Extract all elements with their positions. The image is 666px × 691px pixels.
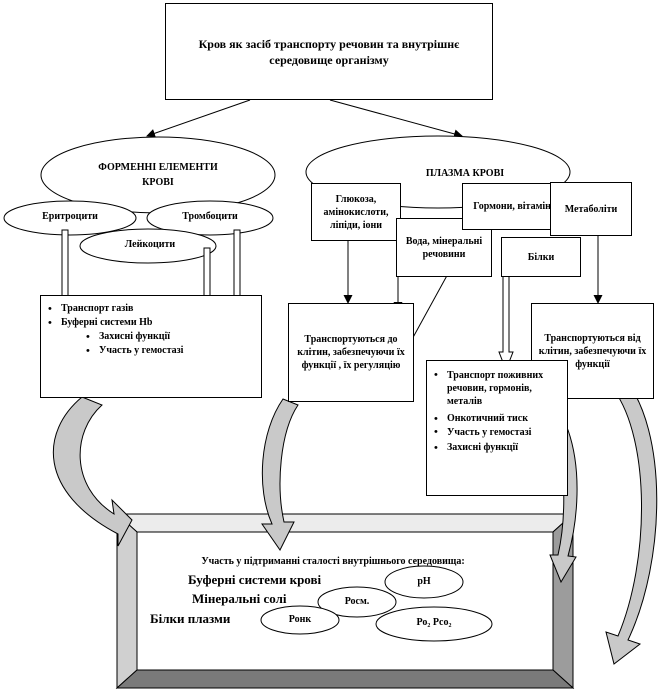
- protein-function-item: Участь у гемостазі: [434, 426, 561, 439]
- curved-arrow-to-cells: [261, 398, 299, 551]
- main-title-box: Кров як засіб транспорту речовин та внут…: [165, 3, 493, 100]
- gases-label: Ро₂ Рсо₂: [416, 617, 452, 628]
- proteins-box: Білки: [501, 237, 581, 277]
- glucose-box: Глюкоза, амінокислоти, ліпіди, іони: [311, 183, 401, 241]
- arrow-title-to-formed: [146, 99, 251, 138]
- metabolites-box: Метаболіти: [550, 182, 632, 236]
- mineral-salts-label: Мінеральні солі: [192, 591, 287, 606]
- main-title: Кров як засіб транспорту речовин та внут…: [198, 36, 460, 67]
- plasma-title: ПЛАЗМА КРОВІ: [425, 168, 505, 179]
- formed-functions-box: Транспорт газів Буферні системи Hb Захис…: [40, 295, 262, 398]
- gases-ellipse: [375, 606, 493, 642]
- bottom-frame-top: [115, 513, 575, 533]
- water-box: Вода, мінеральні речовини: [396, 218, 492, 277]
- bottom-frame-bottom: [115, 669, 575, 689]
- protein-function-item: Захисні функції: [434, 441, 561, 455]
- arrow-title-to-plasma: [329, 99, 463, 139]
- proteins-functions-box: Транспорт поживних речовин, гормонів, ме…: [426, 360, 568, 496]
- erythrocytes-ellipse: [3, 200, 137, 236]
- leukocytes-ellipse: [79, 228, 217, 264]
- formed-function-item: Захисні функції: [86, 330, 261, 344]
- erythrocytes-label: Еритроцити: [42, 211, 98, 222]
- ponk-ellipse: [260, 605, 340, 635]
- formed-function-item: Участь у гемостазі: [86, 344, 261, 358]
- to-cells-box: Транспортуються до клітин, забезпечуючи …: [288, 303, 414, 402]
- thrombocytes-ellipse: [146, 200, 274, 236]
- formed-function-item: Буферні системи Hb: [48, 316, 261, 330]
- curved-arrow-formed: [52, 396, 133, 547]
- bottom-title: Участь у підтриманні сталості внутрішньо…: [201, 556, 465, 567]
- leukocytes-label: Лейкоцити: [124, 239, 176, 250]
- from-cells-box: Транспортуються від клітин, забезпечуючи…: [531, 303, 654, 399]
- posm-ellipse: [317, 586, 397, 618]
- hollow-arrow-proteins: [498, 275, 514, 372]
- curved-arrow-from-cells: [605, 377, 658, 665]
- buffer-systems-label: Буферні системи крові: [188, 572, 322, 587]
- protein-function-item: Онкотичний тиск: [434, 412, 561, 426]
- formed-function-item: Транспорт газів: [48, 302, 261, 316]
- ponk-label: Ронк: [288, 614, 312, 625]
- plasma-proteins-label: Білки плазми: [150, 611, 231, 626]
- posm-label: Росм.: [344, 596, 370, 607]
- ph-ellipse: [384, 565, 464, 599]
- protein-function-item: Транспорт поживних речовин, гормонів, ме…: [434, 369, 561, 408]
- thrombocytes-label: Тромбоцити: [182, 211, 238, 222]
- ph-label: pH: [417, 576, 431, 587]
- formed-elements-title: ФОРМЕННІ ЕЛЕМЕНТИ КРОВІ: [98, 162, 218, 188]
